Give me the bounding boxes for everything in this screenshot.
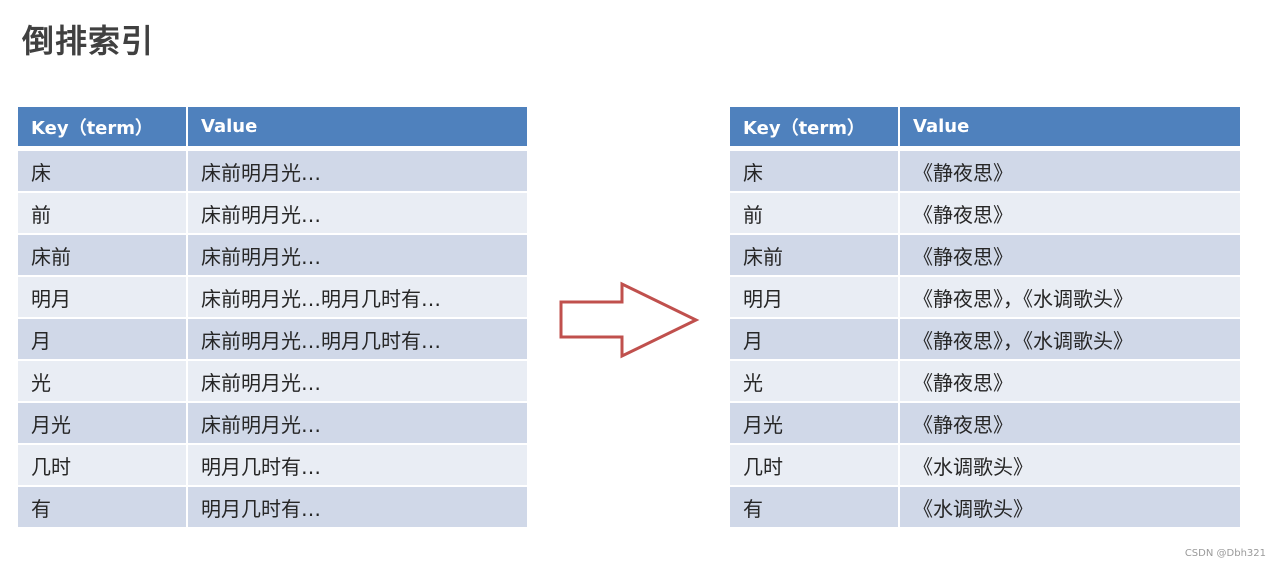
value-cell: 床前明月光…明月几时有…	[188, 277, 527, 317]
key-cell: 几时	[18, 445, 186, 485]
key-cell: 床	[730, 151, 898, 191]
table-row: 月 《静夜思》，《水调歌头》	[730, 319, 1240, 359]
table-row: 前 床前明月光…	[18, 193, 527, 233]
value-cell: 《水调歌头》	[900, 445, 1240, 485]
value-cell: 《静夜思》，《水调歌头》	[900, 277, 1240, 317]
forward-index-table: Key（term） Value 床 床前明月光… 前 床前明月光… 床前 床前明…	[18, 107, 527, 529]
table-row: 床前 《静夜思》	[730, 235, 1240, 275]
value-cell: 明月几时有…	[188, 445, 527, 485]
table-row: 前 《静夜思》	[730, 193, 1240, 233]
value-cell: 《静夜思》	[900, 403, 1240, 443]
key-cell: 光	[730, 361, 898, 401]
table-row: 床前 床前明月光…	[18, 235, 527, 275]
key-cell: 床前	[18, 235, 186, 275]
key-cell: 明月	[18, 277, 186, 317]
table-row: 有 《水调歌头》	[730, 487, 1240, 527]
table-row: 月光 《静夜思》	[730, 403, 1240, 443]
header-key: Key（term）	[18, 107, 186, 146]
table-row: 月光 床前明月光…	[18, 403, 527, 443]
key-cell: 月	[18, 319, 186, 359]
key-cell: 床前	[730, 235, 898, 275]
value-cell: 床前明月光…	[188, 361, 527, 401]
header-key: Key（term）	[730, 107, 898, 146]
right-arrow-outline-icon	[559, 281, 700, 359]
value-cell: 《水调歌头》	[900, 487, 1240, 527]
key-cell: 月	[730, 319, 898, 359]
key-cell: 几时	[730, 445, 898, 485]
key-cell: 光	[18, 361, 186, 401]
table-row: 光 床前明月光…	[18, 361, 527, 401]
key-cell: 月光	[730, 403, 898, 443]
key-cell: 前	[18, 193, 186, 233]
table-header-row: Key（term） Value	[18, 107, 527, 146]
value-cell: 床前明月光…明月几时有…	[188, 319, 527, 359]
table-row: 光 《静夜思》	[730, 361, 1240, 401]
table-row: 有 明月几时有…	[18, 487, 527, 527]
header-value: Value	[900, 107, 1240, 146]
value-cell: 明月几时有…	[188, 487, 527, 527]
value-cell: 《静夜思》	[900, 151, 1240, 191]
key-cell: 有	[730, 487, 898, 527]
header-value: Value	[188, 107, 527, 146]
value-cell: 床前明月光…	[188, 235, 527, 275]
value-cell: 床前明月光…	[188, 193, 527, 233]
key-cell: 月光	[18, 403, 186, 443]
value-cell: 《静夜思》	[900, 235, 1240, 275]
table-row: 月 床前明月光…明月几时有…	[18, 319, 527, 359]
key-cell: 床	[18, 151, 186, 191]
key-cell: 有	[18, 487, 186, 527]
inverted-index-table: Key（term） Value 床 《静夜思》 前 《静夜思》 床前 《静夜思》…	[730, 107, 1240, 529]
table-row: 明月 床前明月光…明月几时有…	[18, 277, 527, 317]
value-cell: 床前明月光…	[188, 403, 527, 443]
table-row: 床 床前明月光…	[18, 151, 527, 191]
value-cell: 《静夜思》，《水调歌头》	[900, 319, 1240, 359]
table-row: 明月 《静夜思》，《水调歌头》	[730, 277, 1240, 317]
value-cell: 《静夜思》	[900, 361, 1240, 401]
table-row: 几时 明月几时有…	[18, 445, 527, 485]
page-title: 倒排索引	[22, 22, 155, 60]
value-cell: 《静夜思》	[900, 193, 1240, 233]
key-cell: 明月	[730, 277, 898, 317]
table-row: 床 《静夜思》	[730, 151, 1240, 191]
key-cell: 前	[730, 193, 898, 233]
watermark: CSDN @Dbh321	[1184, 548, 1266, 559]
table-row: 几时 《水调歌头》	[730, 445, 1240, 485]
value-cell: 床前明月光…	[188, 151, 527, 191]
table-header-row: Key（term） Value	[730, 107, 1240, 146]
